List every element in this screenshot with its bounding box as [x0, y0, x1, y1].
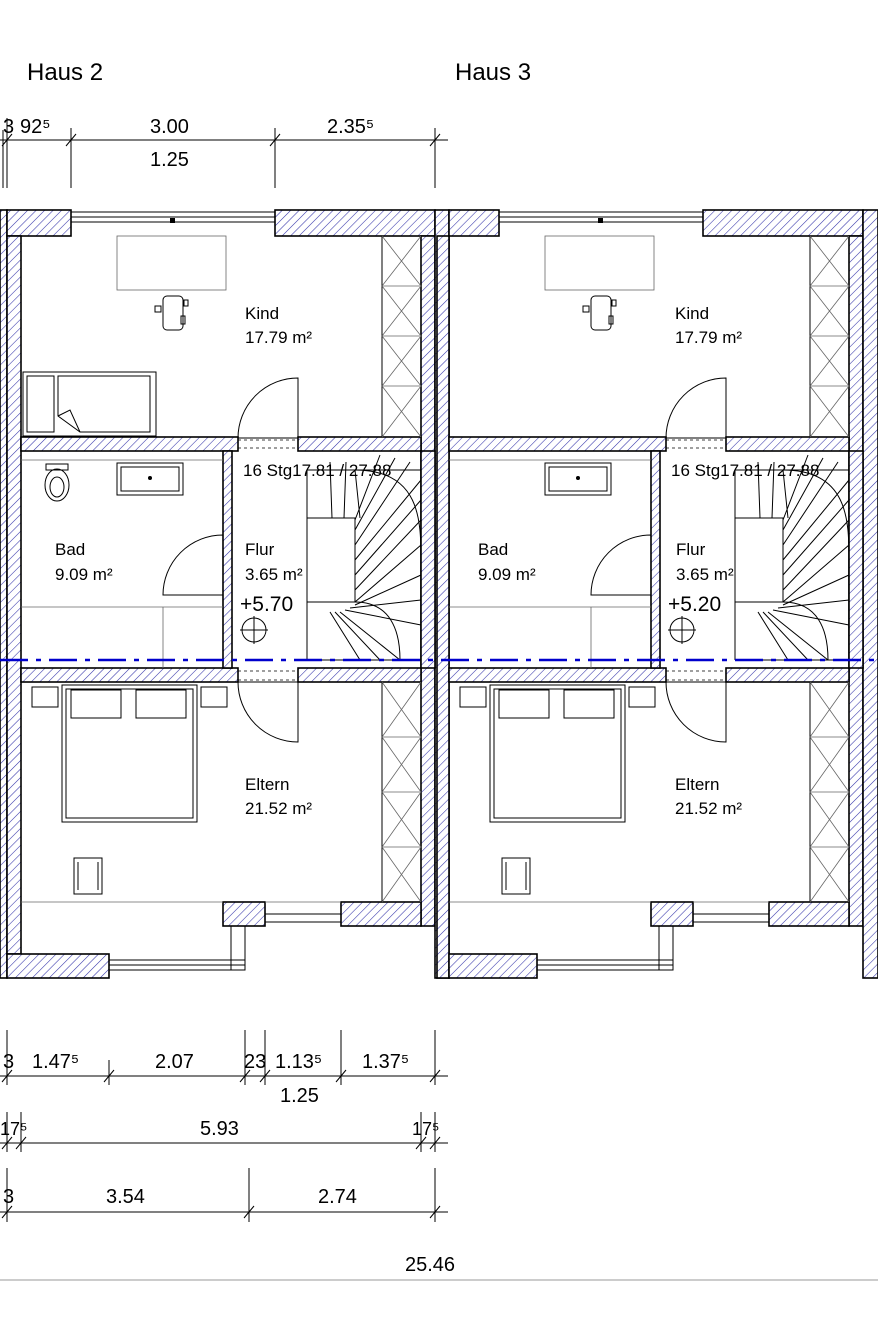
room-area: 3.65 m² [245, 565, 303, 584]
dimension-label: 23 [244, 1051, 266, 1073]
room-area: 3.65 m² [676, 565, 734, 584]
stair-label: 16 Stg17.81 / 27.88 [243, 461, 391, 480]
house-title: Haus 3 [455, 59, 531, 86]
dimension-label: 3.54 [106, 1186, 145, 1208]
dimension-label: 1.13⁵ [275, 1051, 322, 1073]
room-name: Flur [245, 540, 275, 559]
house-3-plan [436, 209, 878, 979]
dimension-label: 2.74 [318, 1186, 357, 1208]
stair-label: 16 Stg17.81 / 27.88 [671, 461, 819, 480]
dimension-label: 1.47⁵ [32, 1051, 79, 1073]
room-name: Kind [245, 304, 279, 323]
room-name: Bad [55, 540, 85, 559]
dimension-label: 1.25 [150, 149, 189, 171]
dimension-label: 3.00 [150, 116, 189, 138]
dimension-label: 17⁵ [0, 1119, 27, 1139]
dimension-label: 1.25 [280, 1085, 319, 1107]
room-area: 17.79 m² [245, 328, 312, 347]
house-title: Haus 2 [27, 59, 103, 86]
room-area: 17.79 m² [675, 328, 742, 347]
room-area: 9.09 m² [55, 565, 113, 584]
level-marker: +5.70 [240, 593, 293, 616]
dimension-label: 3 [3, 116, 14, 138]
dimension-label: 5.93 [200, 1118, 239, 1140]
house-2-plan [0, 209, 450, 979]
dimension-label: 2.35⁵ [327, 116, 374, 138]
bottom-dimension-chain [0, 1030, 878, 1281]
top-dimension-chain [0, 118, 448, 188]
dimension-label: 2.07 [155, 1051, 194, 1073]
total-dimension: 25.46 [405, 1254, 455, 1276]
dimension-label: 17⁵ [412, 1119, 439, 1139]
room-name: Bad [478, 540, 508, 559]
level-marker: +5.20 [668, 593, 721, 616]
room-area: 9.09 m² [478, 565, 536, 584]
room-name: Flur [676, 540, 706, 559]
room-area: 21.52 m² [245, 799, 312, 818]
dimension-label: 92⁵ [20, 116, 51, 138]
room-name: Kind [675, 304, 709, 323]
dimension-label: 3 [3, 1186, 14, 1208]
room-area: 21.52 m² [675, 799, 742, 818]
room-name: Eltern [245, 775, 289, 794]
room-name: Eltern [675, 775, 719, 794]
dimension-label: 3 [3, 1051, 14, 1073]
dimension-label: 1.37⁵ [362, 1051, 409, 1073]
